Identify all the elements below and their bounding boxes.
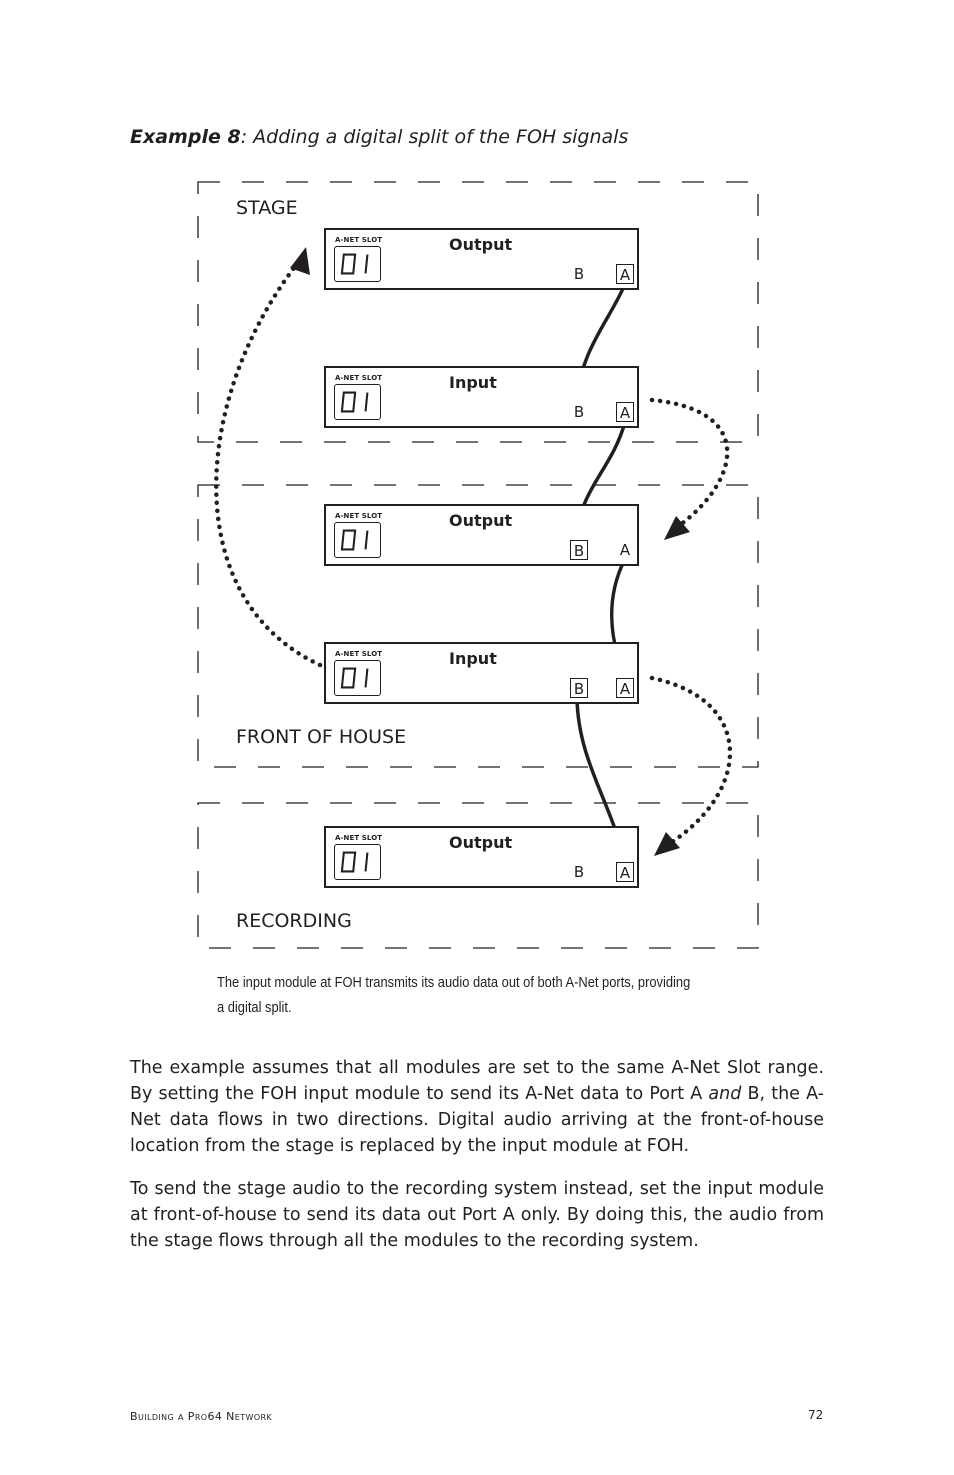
module-foh-output: A-NET SLOT Output B A	[324, 504, 639, 566]
zone-label-foh: FRONT OF HOUSE	[236, 726, 407, 748]
arrowhead-recording	[654, 832, 680, 856]
figure-label: Example 8	[130, 126, 241, 148]
port-a: A	[616, 402, 634, 422]
port-a: A	[616, 862, 634, 882]
page-number: 72	[808, 1408, 824, 1422]
module-title: Output	[449, 833, 513, 852]
arrowhead-stage	[290, 247, 310, 275]
zone-label-recording: RECORDING	[236, 910, 352, 932]
flow-arrow-stage-input-to-foh-output	[649, 397, 730, 528]
module-title: Input	[449, 373, 497, 392]
port-b: B	[570, 678, 588, 698]
paragraph-1-emphasis: and	[708, 1084, 742, 1104]
slot-label: A-NET SLOT	[335, 650, 383, 658]
port-a: A	[619, 541, 631, 559]
stage-zone-border	[197, 181, 759, 443]
port-a: A	[616, 678, 634, 698]
recording-zone-border	[197, 802, 759, 949]
slot-display-icon	[334, 384, 381, 420]
module-recording-output: A-NET SLOT Output B A	[324, 826, 639, 888]
module-title: Input	[449, 649, 497, 668]
module-title: Output	[449, 235, 513, 254]
port-b: B	[573, 265, 585, 283]
foh-zone-border	[197, 484, 759, 768]
module-title: Output	[449, 511, 513, 530]
flow-arrow-foh-to-stage	[214, 257, 323, 668]
body-paragraph-2: To send the stage audio to the recording…	[130, 1179, 824, 1251]
body-paragraph-1: The example assumes that all modules are…	[130, 1055, 824, 1159]
module-stage-output: A-NET SLOT Output B A	[324, 228, 639, 290]
port-a: A	[616, 264, 634, 284]
footer-running-title: Building a Pro64 Network	[130, 1410, 273, 1423]
slot-label: A-NET SLOT	[335, 374, 383, 382]
zone-label-stage: STAGE	[236, 197, 298, 219]
module-stage-input: A-NET SLOT Input B A	[324, 366, 639, 428]
slot-display-icon	[334, 246, 381, 282]
paragraph-1-text-b: B, the A-Net data flows in two direction…	[130, 1084, 824, 1156]
figure-title-text: : Adding a digital split of the FOH sign…	[240, 126, 629, 148]
slot-label: A-NET SLOT	[335, 236, 383, 244]
slot-label: A-NET SLOT	[335, 834, 383, 842]
figure-title: Example 8: Adding a digital split of the…	[130, 126, 628, 148]
flow-arrow-foh-input-to-recording	[649, 675, 733, 845]
slot-display-icon	[334, 522, 381, 558]
paragraph-1-text-a: The example assumes that all modules are…	[130, 1058, 824, 1104]
slot-display-icon	[334, 844, 381, 880]
figure-caption: The input module at FOH transmits its au…	[217, 974, 691, 1016]
module-foh-input: A-NET SLOT Input B A	[324, 642, 639, 704]
port-b: B	[573, 863, 585, 881]
arrowhead-foh-output	[664, 516, 690, 540]
port-b: B	[570, 540, 588, 560]
slot-label: A-NET SLOT	[335, 512, 383, 520]
port-b: B	[573, 403, 585, 421]
slot-display-icon	[334, 660, 381, 696]
